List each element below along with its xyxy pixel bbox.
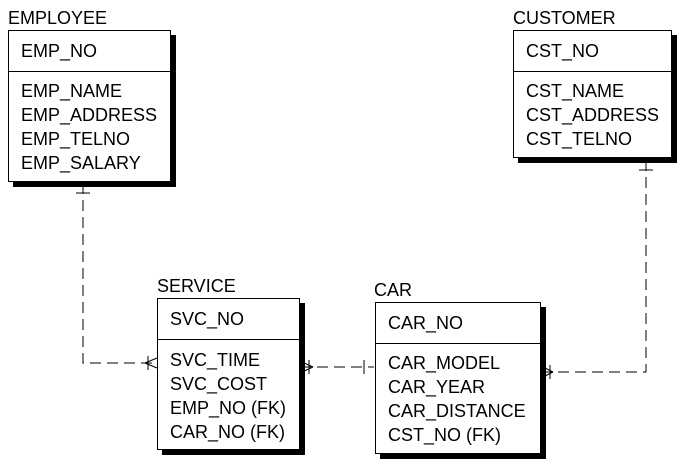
car-attribute: CAR_MODEL (388, 353, 501, 373)
relationship-line-customer-car (545, 160, 647, 373)
car-attribute-section: CAR_MODEL CAR_YEAR CAR_DISTANCE CST_NO (… (376, 351, 540, 447)
crow-foot (144, 357, 158, 364)
service-attribute: SVC_TIME (170, 350, 261, 370)
service-attribute: SVC_COST (170, 374, 268, 394)
employee-key-section: EMP_NO (9, 31, 170, 72)
entity-title-service: SERVICE (157, 276, 236, 296)
car-key-attribute: CAR_NO (388, 313, 464, 333)
employee-attribute: EMP_ADDRESS (21, 105, 158, 125)
entity-employee[interactable]: EMP_NO EMP_NAME EMP_ADDRESS EMP_TELNO EM… (8, 30, 171, 182)
car-attribute: CAR_DISTANCE (388, 401, 526, 421)
relationship-line-employee-service (82, 183, 153, 364)
customer-key-section: CST_NO (514, 31, 671, 72)
entity-title-customer: CUSTOMER (513, 8, 616, 28)
car-key-section: CAR_NO (376, 303, 540, 344)
service-attribute: CAR_NO (FK) (170, 422, 286, 442)
customer-attribute-section: CST_NAME CST_ADDRESS CST_TELNO (514, 79, 671, 151)
service-key-attribute: SVC_NO (170, 309, 245, 329)
service-attribute: EMP_NO (FK) (170, 398, 287, 418)
employee-attribute-section: EMP_NAME EMP_ADDRESS EMP_TELNO EMP_SALAR… (9, 79, 170, 175)
customer-attribute: CST_TELNO (526, 129, 633, 149)
car-attribute: CAR_YEAR (388, 377, 486, 397)
employee-attribute: EMP_TELNO (21, 129, 131, 149)
entity-customer[interactable]: CST_NO CST_NAME CST_ADDRESS CST_TELNO (513, 30, 672, 158)
entity-title-employee: EMPLOYEE (8, 8, 108, 28)
employee-attribute: EMP_NAME (21, 81, 123, 101)
customer-attribute: CST_NAME (526, 81, 625, 101)
crow-foot (542, 371, 554, 378)
crow-foot (542, 366, 554, 373)
crow-foot (301, 361, 314, 368)
entity-service[interactable]: SVC_NO SVC_TIME SVC_COST EMP_NO (FK) CAR… (157, 298, 300, 450)
car-attribute: CST_NO (FK) (388, 425, 502, 445)
customer-attribute: CST_ADDRESS (526, 105, 660, 125)
entity-car[interactable]: CAR_NO CAR_MODEL CAR_YEAR CAR_DISTANCE C… (375, 302, 541, 454)
crow-foot (144, 362, 158, 369)
entity-title-car: CAR (374, 280, 413, 300)
employee-key-attribute: EMP_NO (21, 41, 98, 61)
crow-foot (301, 366, 314, 373)
service-key-section: SVC_NO (158, 299, 299, 340)
customer-key-attribute: CST_NO (526, 41, 600, 61)
service-attribute-section: SVC_TIME SVC_COST EMP_NO (FK) CAR_NO (FK… (158, 348, 299, 444)
employee-attribute: EMP_SALARY (21, 153, 141, 173)
